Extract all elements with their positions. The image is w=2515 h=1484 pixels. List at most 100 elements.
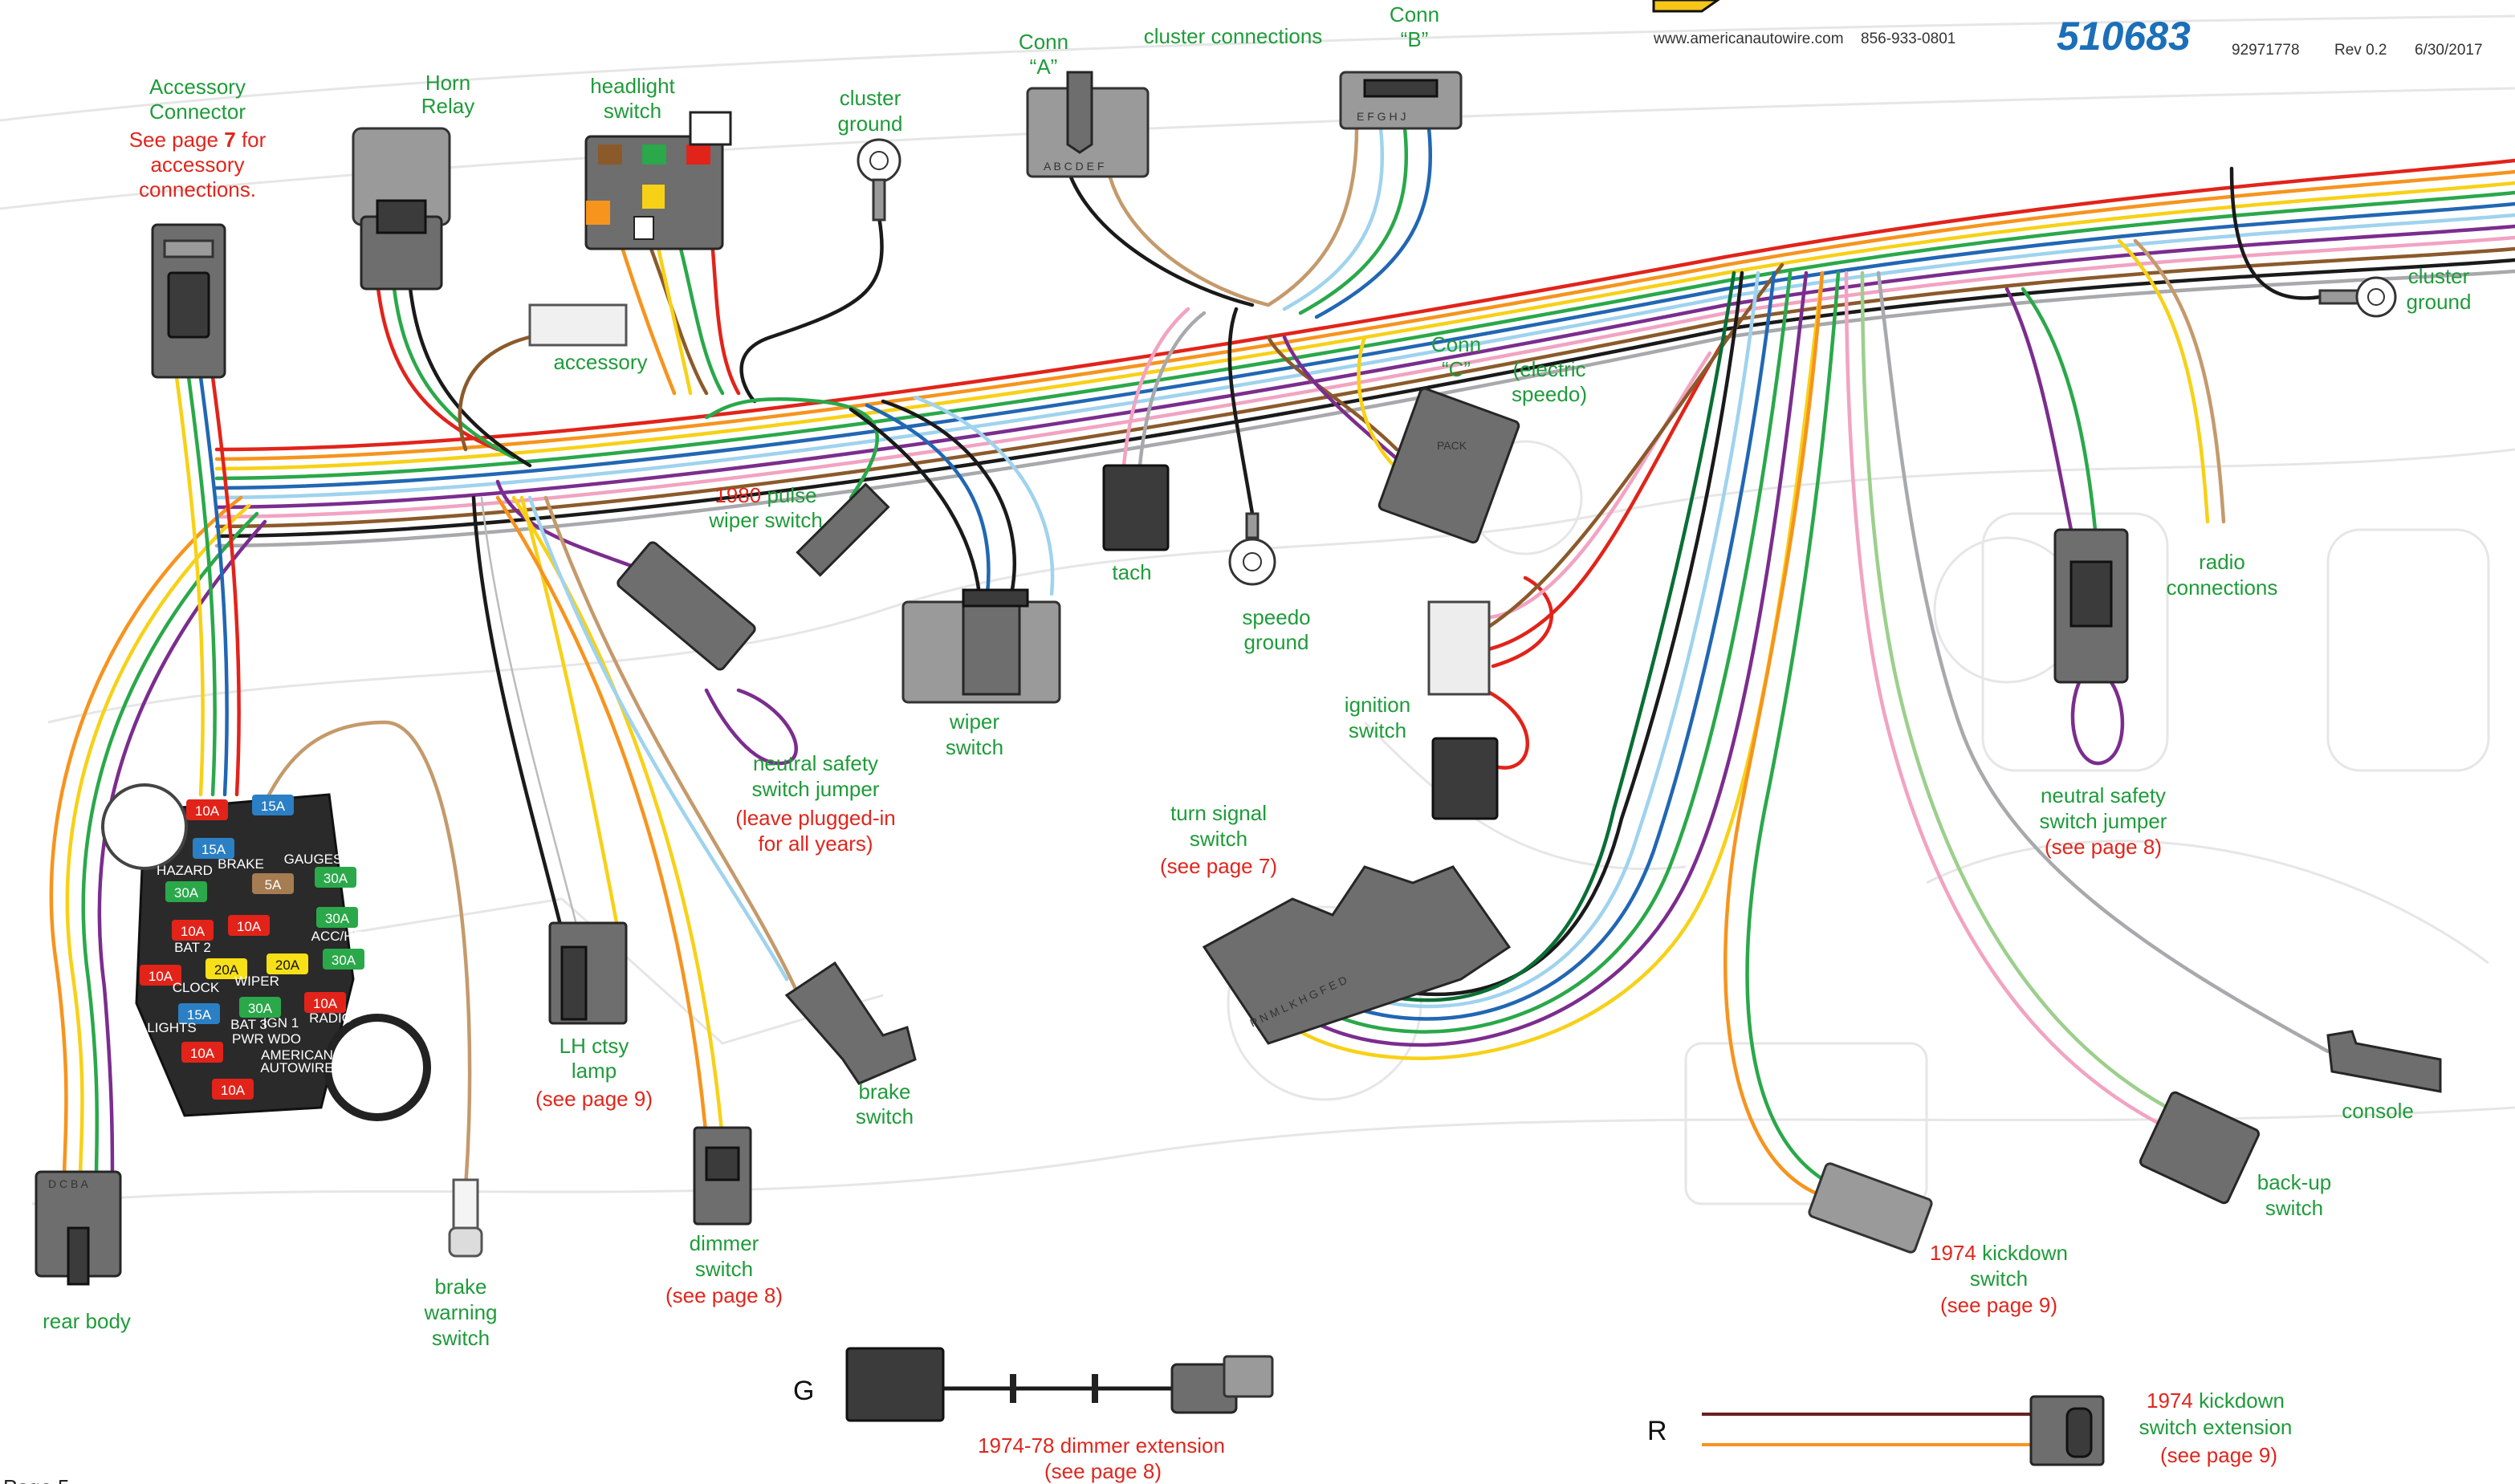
- page-label: Page 5: [3, 1475, 69, 1484]
- label-neutral-jumper-right-2: switch jumper: [2040, 809, 2167, 833]
- wiper-switch-connector: [901, 588, 1061, 704]
- fuse-2: [252, 795, 294, 815]
- header-part-number: 92971778: [2232, 42, 2300, 59]
- label-extension-g-note: (see page 8): [1044, 1459, 1162, 1483]
- label-extension-g-letter: G: [793, 1376, 814, 1406]
- label-neutral-jumper-right-1: neutral safety: [2041, 783, 2166, 807]
- label-lh-ctsy-lamp-2: lamp: [572, 1059, 617, 1083]
- fuse-13: [323, 949, 364, 970]
- dimmer-switch-connector: [693, 1126, 752, 1226]
- conn-b-pins: E F G H J: [1357, 110, 1406, 123]
- label-extension-r-line2: switch extension: [2139, 1415, 2293, 1439]
- label-conn-a-2: “A”: [1030, 55, 1058, 79]
- conn-c-connector: PACK: [1378, 387, 1520, 544]
- circuit-label-8: LIGHTS: [147, 1020, 196, 1035]
- label-conn-c-1: Conn: [1431, 332, 1481, 356]
- label-accessory-connector-2: Connector: [149, 100, 246, 124]
- label-neutral-jumper-left-note-2: for all years): [758, 831, 873, 856]
- label-brake-switch-1: brake: [858, 1079, 910, 1104]
- circuit-label-5: ACC/HEAT: [311, 929, 380, 944]
- label-turn-signal-2: switch: [1190, 827, 1247, 851]
- fuse-8: [228, 915, 270, 936]
- accessory-connector: [151, 223, 226, 379]
- label-kickdown-switch-note: (see page 9): [1940, 1293, 2057, 1317]
- label-extension-r-title: 1974 kickdown: [2147, 1388, 2285, 1413]
- label-conn-b-2: “B”: [1401, 27, 1429, 51]
- label-brake-switch-2: switch: [856, 1104, 914, 1128]
- label-extension-r-letter: R: [1647, 1416, 1667, 1446]
- label-speedo-ground-2: ground: [1244, 630, 1309, 654]
- label-rear-body: rear body: [43, 1309, 131, 1333]
- label-ignition-switch-2: switch: [1349, 718, 1406, 742]
- cluster-ground-ring-top: [857, 138, 901, 222]
- headlight-switch-connector: [584, 111, 732, 250]
- label-cluster-connections: cluster connections: [1144, 24, 1323, 48]
- tach-connector: [1102, 464, 1170, 551]
- label-conn-c-note-1: (electric: [1512, 357, 1585, 381]
- brand-logo-fragment: [1652, 0, 1720, 13]
- label-ignition-switch-1: ignition: [1345, 693, 1410, 717]
- label-cluster-ground-right-2: ground: [2407, 290, 2472, 314]
- fuse-10: [140, 965, 181, 986]
- label-conn-c-2: “C”: [1442, 357, 1471, 381]
- label-extension-r-note: (see page 9): [2160, 1443, 2277, 1467]
- label-neutral-jumper-left-1: neutral safety: [753, 751, 878, 775]
- fuse-15: [239, 997, 281, 1018]
- header: www.americanautowire.com 856-933-0801 51…: [1652, 0, 2483, 59]
- fuse-15-rating: 30A: [248, 1001, 273, 1016]
- label-wiper-switch-2: switch: [946, 735, 1003, 759]
- label-conn-b-1: Conn: [1390, 2, 1439, 26]
- label-dimmer-switch-1: dimmer: [690, 1231, 759, 1255]
- label-turn-signal-1: turn signal: [1170, 801, 1267, 825]
- circuit-label-2: BRAKE: [218, 856, 264, 872]
- fuse-6-rating: 30A: [324, 871, 348, 886]
- fuse-5-rating: 5A: [265, 877, 282, 892]
- turn-signal-switch-connector: P N M L K H G F E D: [1202, 865, 1512, 1045]
- fuse-1-rating: 10A: [195, 803, 220, 819]
- label-extension-g-title: 1974-78 dimmer extension: [978, 1433, 1225, 1458]
- brake-switch-connector: [784, 961, 917, 1085]
- label-accessory-note-1: See page 7 for: [129, 128, 267, 152]
- fuse-14: [178, 1003, 220, 1024]
- label-conn-c-note-2: speedo): [1512, 382, 1587, 406]
- fuse-16-rating: 10A: [313, 996, 338, 1011]
- neutral-jumper-left-connector: [617, 541, 756, 671]
- label-kickdown-switch-2: switch: [1970, 1266, 2028, 1291]
- label-pulse-wiper-1: 1980 pulse: [714, 483, 816, 507]
- fuse-18: [212, 1079, 254, 1100]
- circuit-label-9: BAT 3: [230, 1017, 267, 1032]
- label-cluster-ground-top-2: ground: [838, 112, 903, 136]
- circuit-label-4: BAT 2: [174, 940, 211, 955]
- console-connector: [2326, 1030, 2442, 1093]
- label-backup-switch-1: back-up: [2257, 1170, 2332, 1194]
- header-phone: 856-933-0801: [1861, 30, 1955, 47]
- lh-ctsy-lamp-connector: [548, 921, 628, 1025]
- fuse-11-rating: 20A: [214, 962, 239, 978]
- label-horn-relay-1: Horn: [425, 71, 470, 95]
- fuse-block-brand-line1: AMERICAN: [261, 1047, 333, 1063]
- fuse-6: [315, 867, 356, 888]
- fuse-1: [186, 799, 228, 820]
- ignition-switch-connector: [1427, 600, 1499, 820]
- header-date: 6/30/2017: [2415, 42, 2483, 59]
- pulse-wiper-connector: [796, 482, 890, 577]
- fuse-5: [252, 873, 294, 894]
- label-cluster-ground-top-1: cluster: [840, 86, 901, 110]
- fuse-9: [316, 907, 358, 928]
- cluster-ground-ring-right: [2318, 276, 2397, 318]
- conn-a-connector: A B C D E F: [1026, 71, 1150, 178]
- fuse-14-rating: 15A: [187, 1007, 212, 1023]
- fuse-block-brand-line2: AUTOWIRE: [260, 1060, 333, 1075]
- label-radio-connections-2: connections: [2167, 575, 2278, 600]
- speedo-ground-ring: [1228, 512, 1276, 586]
- header-website: www.americanautowire.com: [1653, 30, 1844, 47]
- fuse-8-rating: 10A: [237, 919, 262, 934]
- label-radio-connections-1: radio: [2199, 550, 2245, 574]
- label-brake-warning-1: brake: [434, 1275, 486, 1299]
- labels: Accessory Connector See page 7 for acces…: [3, 2, 2471, 1484]
- extension-g-harness: [845, 1347, 1274, 1422]
- wire-harness: [49, 126, 2515, 1198]
- label-neutral-jumper-left-note-1: (leave plugged-in: [735, 806, 895, 830]
